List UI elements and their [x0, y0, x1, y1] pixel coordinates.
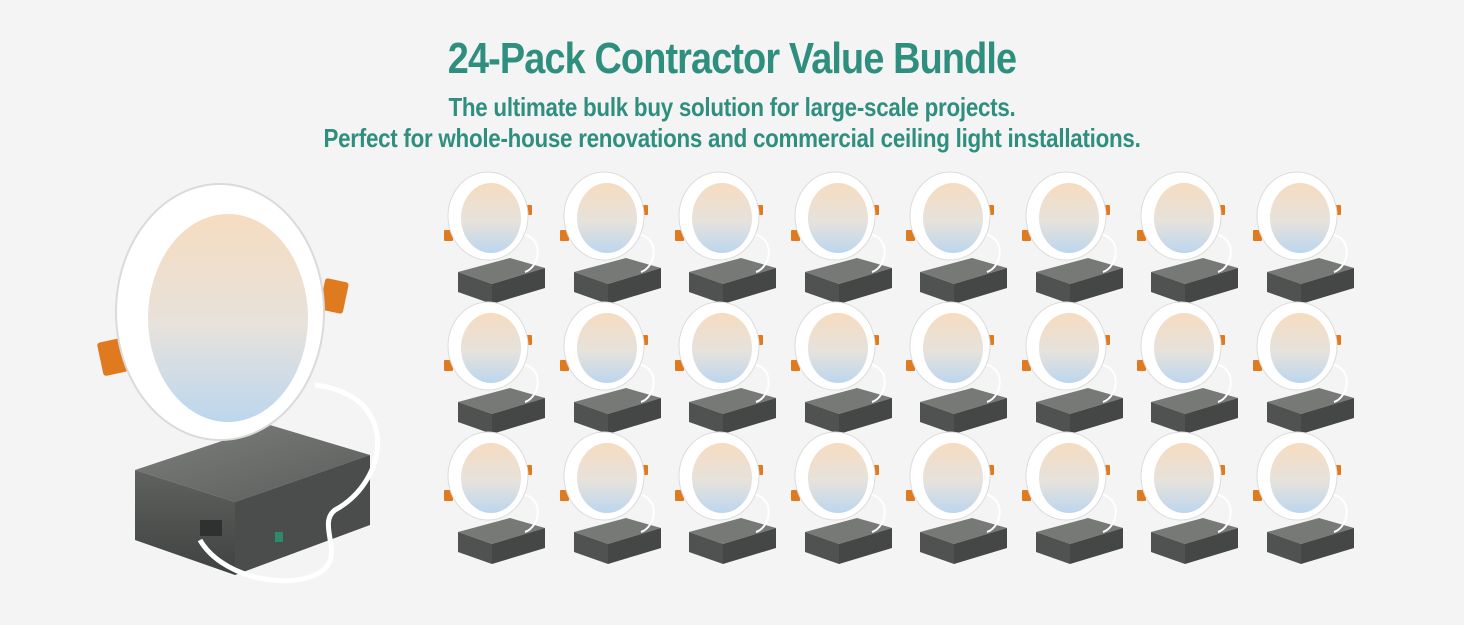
banner-subtitle-line-1: The ultimate bulk buy solution for large…: [448, 92, 1016, 122]
pack-downlight-item: [1021, 431, 1123, 564]
pack-downlight-item: [1252, 431, 1354, 564]
pack-downlight-item: [1021, 301, 1123, 434]
pack-downlight-item: [1137, 431, 1238, 564]
pack-downlight-item: [1252, 301, 1354, 434]
pack-downlight-item: [1137, 301, 1238, 434]
pack-downlight-item: [675, 431, 776, 564]
pack-downlight-item: [444, 431, 545, 564]
pack-downlight-item: [559, 301, 661, 434]
pack-downlight-item: [675, 301, 776, 434]
pack-downlight-item: [906, 431, 1007, 564]
junction-box-front: [135, 470, 235, 575]
banner-title: 24-Pack Contractor Value Bundle: [447, 34, 1017, 83]
pack-downlight-item: [444, 171, 545, 304]
power-cable: [197, 382, 380, 584]
pack-downlight-item: [790, 301, 892, 434]
pack-downlight-item: [906, 301, 1007, 434]
pack-downlight-item: [559, 171, 661, 304]
pack-grid: [440, 171, 1380, 572]
pack-downlight-item: [790, 431, 892, 564]
spring-clip-right: [319, 278, 349, 314]
hero-downlight-image: [97, 183, 380, 584]
banner-subtitle-line-2: Perfect for whole-house renovations and …: [323, 123, 1141, 153]
led-lens: [148, 214, 308, 422]
junction-box-side: [235, 455, 370, 575]
pack-downlight-item: [790, 171, 892, 304]
pack-downlight-item: [1137, 171, 1238, 304]
pack-downlight-item: [444, 301, 545, 434]
pack-downlight-item: [1252, 171, 1354, 304]
pack-downlight-item: [559, 431, 661, 564]
connector-terminal: [275, 532, 283, 542]
pack-downlight-item: [1021, 171, 1123, 304]
knockout-slot: [200, 520, 222, 536]
pack-downlight-item: [675, 171, 776, 304]
pack-downlight-item: [906, 171, 1007, 304]
junction-box-top: [135, 425, 370, 502]
